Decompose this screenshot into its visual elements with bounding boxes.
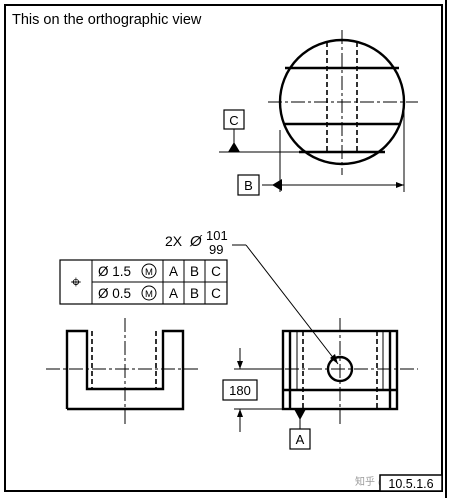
dim-180-arrow-top bbox=[237, 361, 243, 369]
position-tolerance-symbol: ⌖ bbox=[71, 272, 81, 292]
figure-number-box bbox=[379, 474, 443, 492]
datum-c-label: C bbox=[229, 113, 238, 128]
hole-upper-limit: 101 bbox=[206, 228, 228, 243]
fcf-row1-modifier-circle bbox=[141, 263, 157, 279]
dimension-b-arrow-right bbox=[396, 182, 404, 188]
datum-a-label: A bbox=[296, 432, 305, 447]
fcf-row2-datum-2: B bbox=[190, 286, 199, 301]
drawing-border bbox=[4, 4, 443, 492]
datum-a-box bbox=[289, 428, 311, 450]
hole-callout-leader bbox=[245, 244, 339, 365]
caption-text: This on the orthographic view bbox=[12, 12, 202, 28]
datum-a-triangle bbox=[294, 409, 306, 420]
datum-c-triangle bbox=[228, 142, 240, 152]
fcf-row2-tolerance: Ø 0.5 bbox=[98, 286, 131, 301]
datum-b-triangle bbox=[272, 179, 282, 191]
front-view bbox=[46, 318, 200, 425]
fcf-row2-datum-1: A bbox=[169, 286, 178, 301]
fcf-row1-modifier: M bbox=[145, 267, 153, 278]
dim-180-arrow-bottom bbox=[237, 409, 243, 417]
datum-b-label: B bbox=[244, 178, 253, 193]
fcf-row1-datum-2: B bbox=[190, 264, 199, 279]
dim-180-box bbox=[222, 379, 258, 401]
datum-b-box bbox=[237, 174, 260, 196]
fcf-row2-modifier-circle bbox=[141, 285, 157, 301]
hole-diameter-symbol: Ø bbox=[189, 233, 203, 250]
datum-c-box bbox=[223, 109, 245, 130]
figure-number-text: 10.5.1.6 bbox=[388, 477, 433, 491]
fcf-row1-tolerance: Ø 1.5 bbox=[98, 264, 131, 279]
hole-count-text: 2X bbox=[165, 233, 183, 249]
fcf-row1-datum-3: C bbox=[211, 264, 221, 279]
fcf-row2-modifier: M bbox=[145, 289, 153, 300]
fcf-row2-datum-3: C bbox=[211, 286, 221, 301]
front-view-outline bbox=[65, 329, 185, 411]
dim-180-value: 180 bbox=[229, 383, 251, 398]
hole-lower-limit: 99 bbox=[209, 242, 223, 257]
fcf-row1-datum-1: A bbox=[169, 264, 178, 279]
top-view bbox=[219, 30, 418, 192]
side-view bbox=[234, 318, 418, 432]
